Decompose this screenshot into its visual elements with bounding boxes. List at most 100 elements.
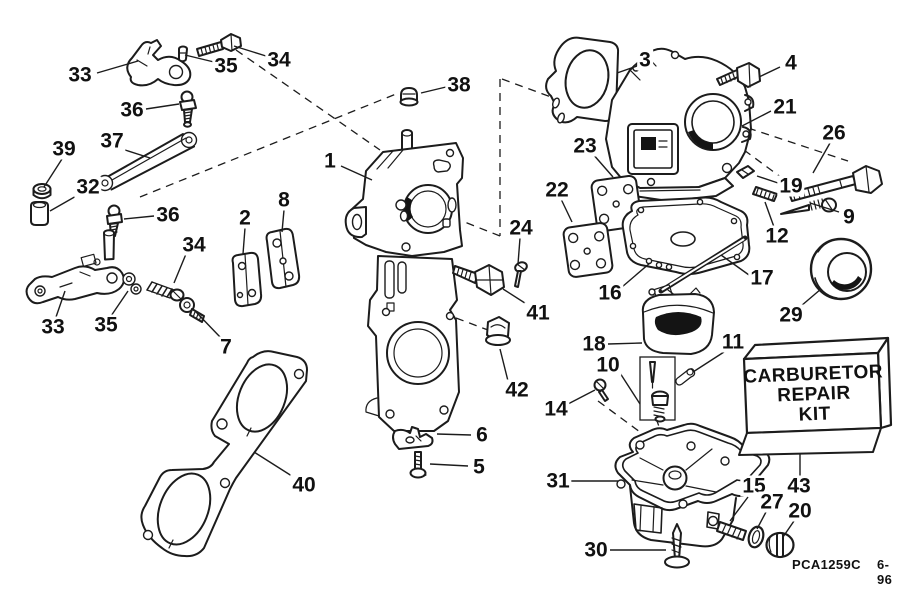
part-label-23: 23: [571, 134, 599, 158]
part-needle-seat-10: [639, 356, 676, 423]
part-tube-17: [658, 235, 748, 294]
part-label-8: 8: [276, 188, 292, 212]
part-oring-27: [747, 525, 765, 549]
part-label-1: 1: [322, 149, 338, 173]
part-throttle-lever-lower: [25, 229, 125, 305]
part-label-41: 41: [524, 301, 552, 325]
part-pin-35-upper: [178, 45, 188, 63]
kit-text-line2: REPAIR: [776, 382, 852, 407]
part-label-34: 34: [180, 233, 208, 257]
leader-line-1: [340, 165, 373, 181]
part-bracket-8: [265, 227, 301, 290]
part-float-18: [641, 284, 715, 355]
part-label-42: 42: [503, 378, 531, 402]
leader-line-16: [621, 262, 651, 288]
part-label-40: 40: [290, 473, 318, 497]
leader-line-8: [281, 209, 285, 233]
part-label-34: 34: [265, 48, 293, 72]
part-clip-11: [675, 368, 696, 386]
part-cap-38: [399, 87, 419, 107]
part-label-43: 43: [785, 474, 813, 498]
repair-kit-label: CARBURETOR REPAIR KIT: [743, 357, 883, 432]
part-carburetor-body: [344, 129, 464, 432]
leader-line-20: [782, 520, 795, 538]
leader-line-27: [756, 511, 767, 530]
leader-line-14: [567, 389, 596, 405]
part-label-29: 29: [777, 303, 805, 327]
part-label-2: 2: [237, 206, 253, 230]
leader-line-9: [809, 202, 840, 213]
leader-line-21: [741, 110, 772, 127]
leader-line-3: [616, 65, 638, 74]
part-label-30: 30: [582, 538, 610, 562]
part-label-12: 12: [763, 224, 791, 248]
part-label-22: 22: [543, 178, 571, 202]
footer-part-code: PCA1259C 6-96: [792, 557, 900, 587]
part-plug-19: [736, 165, 755, 179]
part-screw-24: [514, 261, 528, 288]
part-label-10: 10: [594, 353, 622, 377]
leader-line-39: [43, 158, 63, 188]
leader-line-26: [812, 142, 831, 174]
part-label-35: 35: [92, 313, 120, 337]
leader-line-18: [607, 342, 643, 345]
leader-line-42: [499, 348, 509, 382]
leader-line-34: [173, 253, 187, 284]
leader-line-33: [96, 60, 139, 74]
part-label-38: 38: [445, 73, 473, 97]
leader-line-4: [758, 66, 781, 78]
part-sleeve-32: [30, 201, 49, 226]
part-label-31: 31: [544, 469, 572, 493]
date-code: 6-96: [876, 557, 893, 587]
part-label-15: 15: [740, 474, 768, 498]
leader-line-7: [195, 311, 222, 339]
leader-line-36: [145, 103, 180, 110]
leader-line-40: [253, 451, 296, 479]
part-label-39: 39: [50, 137, 78, 161]
part-label-36: 36: [154, 203, 182, 227]
leader-line-22: [560, 198, 573, 223]
part-label-24: 24: [507, 216, 535, 240]
part-label-16: 16: [596, 281, 624, 305]
leader-lines-layer: [43, 45, 840, 551]
part-seal-cup-29: [809, 237, 873, 301]
part-label-35: 35: [212, 54, 240, 78]
leader-line-41: [502, 288, 529, 306]
part-float-bowl-31: [614, 422, 771, 548]
part-label-14: 14: [542, 397, 570, 421]
part-label-33: 33: [39, 315, 67, 339]
part-screw-7: [179, 297, 205, 323]
part-clamp-6: [392, 426, 434, 450]
part-manifold-gasket-40: [140, 350, 308, 558]
part-air-horn-cover-21: [605, 47, 755, 202]
part-label-9: 9: [841, 205, 857, 229]
part-needle-valve-36-upper: [179, 90, 197, 128]
leader-line-15: [729, 496, 749, 522]
part-needle-valve-36-lower: [106, 204, 123, 237]
leader-line-38: [420, 86, 447, 94]
leader-line-23: [591, 152, 614, 178]
part-label-18: 18: [580, 332, 608, 356]
part-label-11: 11: [719, 330, 747, 354]
part-spring-12: [752, 186, 778, 202]
leader-line-37: [121, 148, 151, 159]
part-label-4: 4: [783, 51, 799, 75]
leader-line-29: [800, 288, 822, 307]
part-cover-gasket-3: [545, 36, 620, 124]
part-nut-39: [32, 183, 52, 200]
leader-line-10: [619, 372, 641, 405]
part-label-19: 19: [777, 174, 805, 198]
leader-line-5: [429, 463, 469, 467]
part-label-3: 3: [637, 48, 653, 72]
part-label-27: 27: [758, 490, 786, 514]
part-label-21: 21: [771, 95, 799, 119]
part-needle-screw-9: [780, 197, 837, 215]
part-label-20: 20: [786, 499, 814, 523]
part-label-33: 33: [66, 63, 94, 87]
part-nut-42: [485, 316, 511, 346]
part-bolt-34-upper: [196, 33, 242, 57]
part-screw-14: [593, 378, 609, 402]
leader-line-2: [242, 227, 246, 255]
